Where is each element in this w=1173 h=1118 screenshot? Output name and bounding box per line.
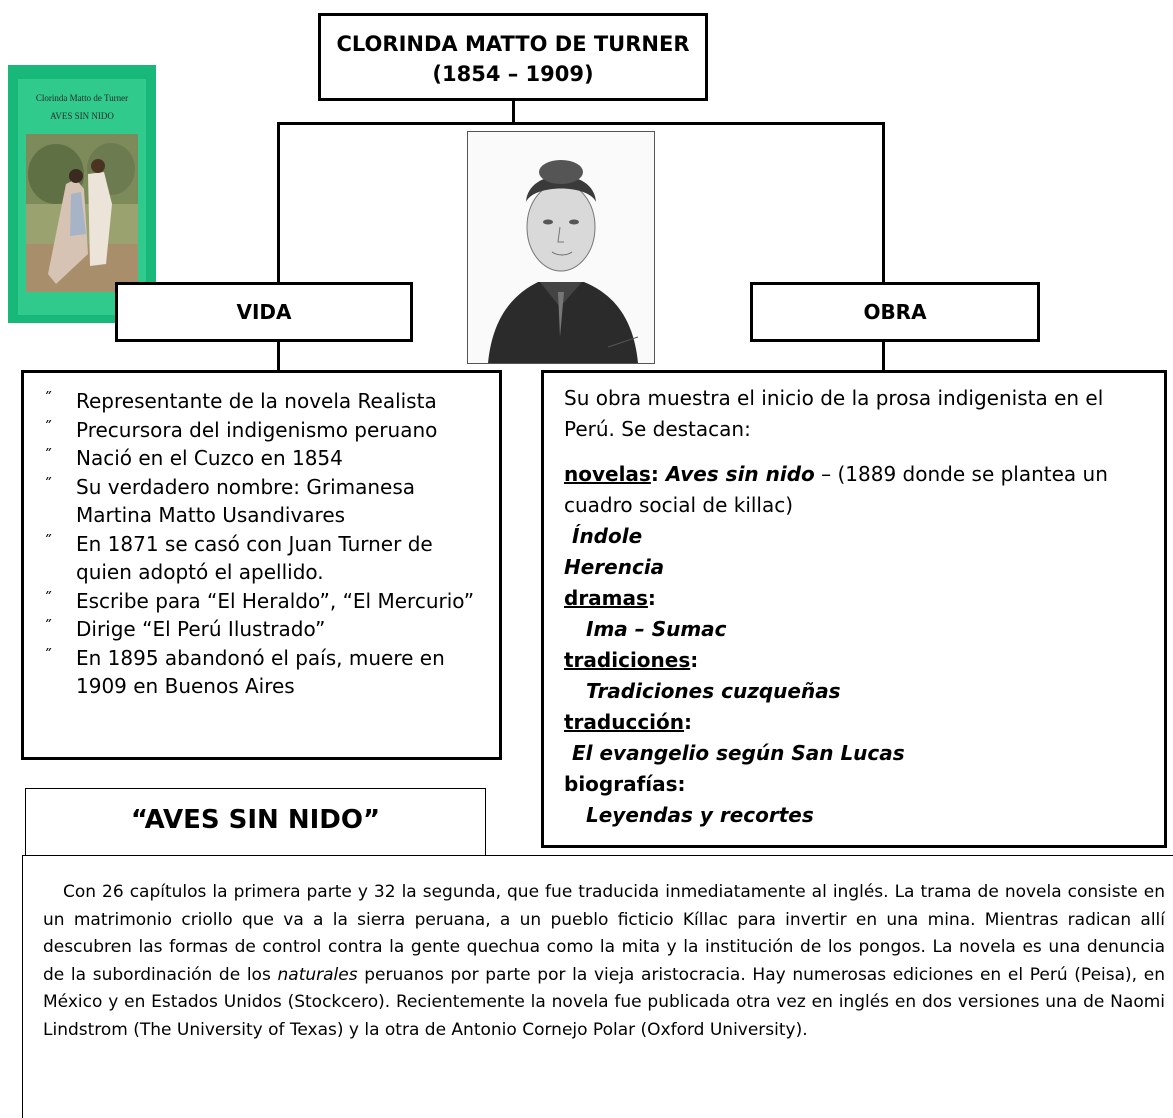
summary-text-start: Con 26 capítulos la primera parte y 32 l… bbox=[43, 882, 1165, 985]
book-cover-author: Clorinda Matto de Turner bbox=[35, 93, 129, 103]
summary-text-end: peruanos por parte por la vieja aristocr… bbox=[43, 964, 1165, 1040]
list-item: ˝ Precursora del indigenismo peruano bbox=[44, 416, 489, 445]
bullet-icon: ˝ bbox=[44, 446, 52, 465]
drama-title: Ima – Sumac bbox=[586, 617, 727, 641]
connector-right-drop bbox=[882, 122, 885, 284]
book-cover-image: Clorinda Matto de Turner AVES SIN NIDO bbox=[8, 65, 156, 323]
traduccion-label: traducción bbox=[564, 710, 685, 734]
summary-italic: naturales bbox=[277, 964, 358, 985]
book-cover-painting bbox=[26, 134, 138, 292]
book-cover-title: AVES SIN NIDO bbox=[50, 111, 114, 121]
bullet-icon: ˝ bbox=[44, 645, 52, 665]
novela-indole: Índole bbox=[572, 524, 643, 548]
list-item: ˝ Nació en el Cuzco en 1854 bbox=[44, 444, 489, 473]
bullet-icon: ˝ bbox=[44, 531, 52, 551]
portrait-image bbox=[467, 131, 655, 364]
obra-intro: Su obra muestra el inicio de la prosa in… bbox=[564, 386, 1104, 441]
vida-heading: VIDA bbox=[236, 300, 292, 324]
vida-list-box: ˝ Representante de la novela Realista ˝ Pr… bbox=[21, 370, 502, 760]
list-item: ˝ Escribe para “El Heraldo”, “El Mercurio… bbox=[44, 587, 489, 616]
traduccion-title: El evangelio según San Lucas bbox=[572, 741, 905, 765]
bullet-icon: ˝ bbox=[44, 474, 52, 494]
novelas-label: novelas bbox=[564, 462, 651, 486]
list-item: ˝ Dirige “El Perú Ilustrado” bbox=[44, 615, 489, 644]
connector-horizontal bbox=[277, 122, 885, 125]
title-years: (1854 – 1909) bbox=[432, 62, 594, 86]
obra-text-box: Su obra muestra el inicio de la prosa in… bbox=[541, 370, 1167, 848]
biografias-label: biografías: bbox=[564, 772, 686, 796]
bullet-icon: ˝ bbox=[44, 588, 52, 608]
bullet-icon: ˝ bbox=[44, 417, 52, 437]
bullet-icon: ˝ bbox=[44, 389, 52, 408]
obra-tradiciones-line: tradiciones: bbox=[564, 648, 699, 672]
vida-item-text: En 1871 se casó con Juan Turner de quien… bbox=[76, 531, 433, 585]
connector-vida-down bbox=[277, 340, 280, 372]
aves-heading: “AVES SIN NIDO” bbox=[130, 805, 381, 835]
biografias-title: Leyendas y recortes bbox=[586, 803, 814, 827]
vida-item-text: Precursora del indigenismo peruano bbox=[76, 417, 438, 442]
vida-item-text: Representante de la novela Realista bbox=[76, 389, 437, 413]
connector-obra-down bbox=[882, 340, 885, 372]
summary-box: Con 26 capítulos la primera parte y 32 l… bbox=[22, 855, 1173, 1118]
list-item: ˝ En 1895 abandonó el país, muere en 1909… bbox=[44, 644, 489, 701]
aves-heading-box: “AVES SIN NIDO” bbox=[25, 788, 486, 856]
novela-herencia: Herencia bbox=[564, 555, 665, 579]
connector-title-stem bbox=[512, 100, 515, 125]
title-box: CLORINDA MATTO DE TURNER (1854 – 1909) bbox=[318, 13, 708, 101]
vida-item-text: En 1895 abandonó el país, muere en 1909 … bbox=[76, 645, 445, 699]
novelas-main-title: Aves sin nido bbox=[665, 462, 815, 486]
list-item: ˝ Su verdadero nombre: Grimanesa Martina … bbox=[44, 473, 489, 530]
novelas-note: – (1889 donde se plantea un cuadro socia… bbox=[564, 462, 1108, 517]
book-cover-panel: Clorinda Matto de Turner AVES SIN NIDO bbox=[18, 79, 146, 315]
dramas-label: dramas bbox=[564, 586, 648, 610]
obra-novelas-line: novelas: Aves sin nido – (1889 donde se … bbox=[564, 462, 1108, 517]
vida-list: ˝ Representante de la novela Realista ˝ Pr… bbox=[44, 387, 489, 701]
connector-left-drop bbox=[277, 122, 280, 284]
vida-item-text: Nació en el Cuzco en 1854 bbox=[76, 446, 343, 470]
obra-heading: OBRA bbox=[863, 300, 927, 324]
obra-heading-box: OBRA bbox=[750, 282, 1040, 342]
vida-item-text: Dirige “El Perú Ilustrado” bbox=[76, 617, 326, 641]
tradiciones-title: Tradiciones cuzqueñas bbox=[586, 679, 841, 703]
vida-heading-box: VIDA bbox=[115, 282, 413, 342]
vida-item-text: Escribe para “El Heraldo”, “El Mercurio” bbox=[76, 588, 475, 613]
title-name: CLORINDA MATTO DE TURNER bbox=[336, 32, 690, 56]
tradiciones-label: tradiciones bbox=[564, 648, 691, 672]
list-item: ˝ Representante de la novela Realista bbox=[44, 387, 489, 416]
vida-item-text: Su verdadero nombre: Grimanesa Martina M… bbox=[76, 474, 416, 528]
bullet-icon: ˝ bbox=[44, 617, 52, 636]
portrait-engraving bbox=[468, 132, 654, 363]
list-item: ˝ En 1871 se casó con Juan Turner de quie… bbox=[44, 530, 489, 587]
obra-dramas-line: dramas: bbox=[564, 586, 656, 610]
obra-traduccion-line: traducción: bbox=[564, 710, 693, 734]
